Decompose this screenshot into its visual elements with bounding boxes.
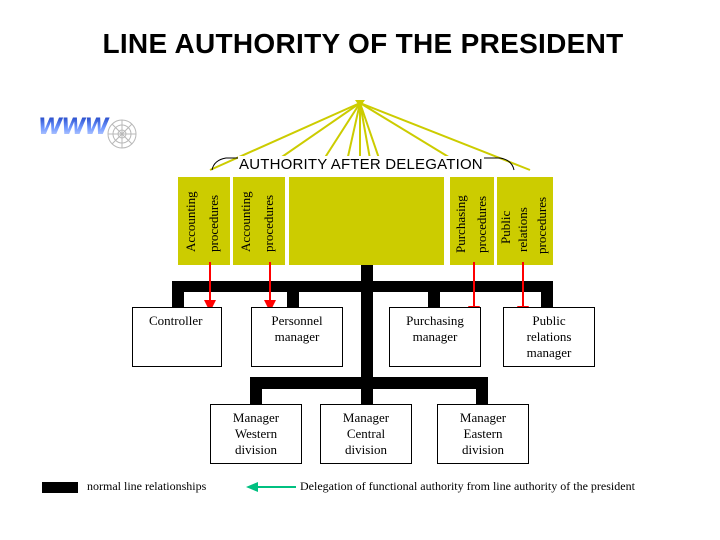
procedure-block-accounting-2: [233, 177, 285, 265]
procedure-line: procedures: [261, 194, 276, 252]
box-line: Manager: [232, 410, 280, 425]
box-line: manager: [412, 329, 458, 344]
president-authority-block: [289, 177, 444, 265]
box-line: Central: [346, 426, 386, 441]
logo-text: WWW: [38, 115, 111, 140]
box-line: division: [235, 442, 277, 457]
delegation-arrows: [209, 262, 524, 308]
line-relationships: [172, 265, 553, 404]
web-icon: WWW: [38, 115, 137, 149]
legend-delegation-label: Delegation of functional authority from …: [300, 479, 635, 493]
box-line: manager: [274, 329, 320, 344]
box-line: relations: [526, 329, 572, 344]
purchasing-manager-box: Purchasing manager: [389, 307, 481, 367]
box-line: division: [462, 442, 504, 457]
legend-line-label: normal line relationships: [87, 479, 207, 493]
procedure-line: procedures: [474, 195, 489, 253]
eastern-division-box: Manager Eastern division: [437, 404, 529, 464]
procedure-line: Accounting: [238, 191, 253, 252]
public-relations-manager-box: Public relations manager: [503, 307, 595, 367]
box-line: Manager: [342, 410, 390, 425]
box-line: Personnel: [271, 313, 323, 328]
procedure-block-accounting-1: [178, 177, 230, 265]
procedure-block-purchasing: [450, 177, 494, 265]
procedure-line: Public: [498, 210, 513, 244]
controller-box: Controller: [132, 307, 222, 367]
procedure-block-public-relations: [497, 177, 553, 265]
page-title: LINE AUTHORITY OF THE PRESIDENT: [102, 28, 624, 59]
box-line: Manager: [459, 410, 507, 425]
spider-web-graphic: [107, 119, 137, 149]
box-line: division: [345, 442, 387, 457]
procedure-line: procedures: [206, 194, 221, 252]
box-line: Purchasing: [406, 313, 464, 328]
authority-after-delegation-label: AUTHORITY AFTER DELEGATION: [238, 156, 484, 173]
procedure-line: procedures: [534, 196, 549, 254]
central-division-box: Manager Central division: [320, 404, 412, 464]
procedure-line: Accounting: [183, 191, 198, 252]
procedure-line: Purchasing: [453, 195, 468, 253]
personnel-manager-box: Personnel manager: [251, 307, 343, 367]
procedure-line: relations: [515, 207, 530, 252]
box-line: Eastern: [463, 426, 503, 441]
box-line: Western: [234, 426, 278, 441]
box-line: manager: [526, 345, 572, 360]
box-line: Public: [532, 313, 566, 328]
legend-line-swatch: [42, 482, 78, 493]
western-division-box: Manager Western division: [210, 404, 302, 464]
box-line: Controller: [149, 313, 203, 328]
